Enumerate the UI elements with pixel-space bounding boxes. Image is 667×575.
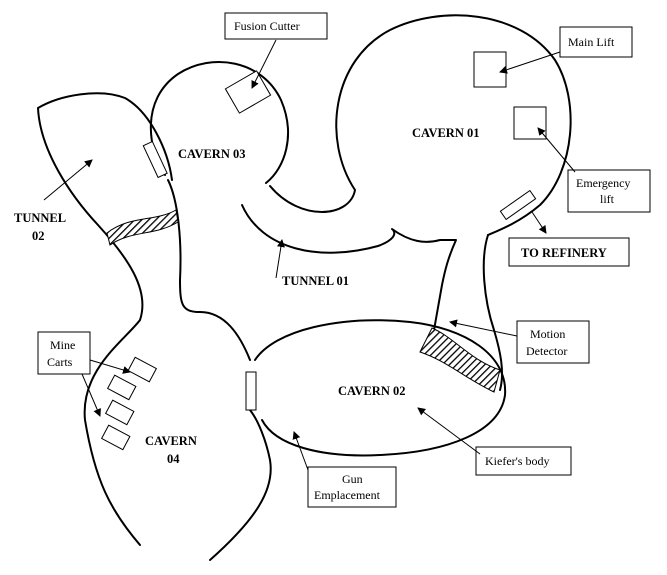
gun-emplacement-callout — [307, 466, 397, 508]
cavern-04-label-line2: 04 — [167, 452, 180, 466]
emergency-lift-callout — [567, 169, 651, 213]
cavern-03-outline — [149, 61, 289, 184]
main-lift — [473, 51, 507, 88]
tunnel-02-barrier — [106, 209, 179, 246]
tunnel-02-door — [142, 140, 168, 179]
tunnel-01-label: TUNNEL 01 — [282, 274, 349, 288]
tunnel-02-arrow — [43, 159, 93, 201]
emergency-lift-arrow — [537, 127, 576, 173]
kiefers-body-callout — [475, 446, 572, 476]
motion-detector-callout-line2: Detector — [526, 344, 567, 358]
tunnel-02-label-line1: TUNNEL — [14, 211, 66, 225]
main-lift-callout-text: Main Lift — [568, 35, 615, 49]
mine-cart — [127, 356, 158, 383]
fusion-cutter-callout — [224, 12, 328, 40]
fusion-cutter-callout-text: Fusion Cutter — [234, 19, 300, 33]
emergency-lift-callout-line2: lift — [600, 192, 615, 206]
mine-carts-arrow-2 — [81, 373, 101, 417]
tunnel-02-outline — [37, 92, 173, 546]
cavern-02-label: CAVERN 02 — [338, 384, 406, 398]
motion-detector-callout — [516, 320, 590, 364]
tunnel-01-arrow — [275, 239, 285, 279]
mine-cart — [100, 424, 131, 451]
gun-emplacement-callout-line1: Gun — [342, 472, 363, 486]
cavern-02-door — [245, 371, 257, 411]
to-refinery-callout — [508, 237, 630, 267]
fusion-cutter — [224, 70, 272, 114]
emergency-lift-callout-line1: Emergency — [576, 176, 630, 190]
to-refinery-callout-text: TO REFINERY — [521, 246, 607, 260]
cavern-04-outline — [167, 179, 251, 361]
cavern-04-lower-outline — [209, 409, 272, 561]
motion-detector-barrier — [419, 327, 501, 393]
cavern-01-upper-outline — [269, 14, 572, 236]
cavern-01-label: CAVERN 01 — [412, 126, 480, 140]
mine-carts-callout — [37, 331, 91, 375]
refinery-vent — [499, 189, 537, 221]
to-refinery-arrow — [531, 211, 547, 234]
mine-cart — [104, 399, 135, 426]
mine-carts-callout-line2: Carts — [47, 355, 73, 369]
motion-detector-callout-line1: Motion — [530, 327, 565, 341]
kiefers-body-callout-text: Kiefer's body — [485, 454, 549, 468]
cavern-04-label-line1: CAVERN — [145, 434, 197, 448]
gun-emplacement-arrow — [292, 431, 309, 471]
cavern-02-outline — [254, 319, 507, 457]
main-lift-arrow — [499, 51, 561, 74]
gun-emplacement-callout-line2: Emplacement — [314, 488, 381, 502]
mine-carts-arrow-1 — [89, 359, 131, 374]
emergency-lift — [513, 106, 547, 140]
tunnel-02-label-line2: 02 — [32, 229, 45, 243]
mine-carts-callout-line1: Mine — [50, 338, 75, 352]
main-lift-callout — [559, 26, 633, 58]
cavern-01-outline — [241, 204, 457, 331]
cavern-03-label: CAVERN 03 — [178, 147, 246, 161]
mine-cart — [106, 374, 137, 401]
motion-detector-arrow — [449, 319, 518, 337]
kiefers-body-arrow — [417, 407, 481, 455]
fusion-cutter-arrow — [251, 39, 277, 89]
